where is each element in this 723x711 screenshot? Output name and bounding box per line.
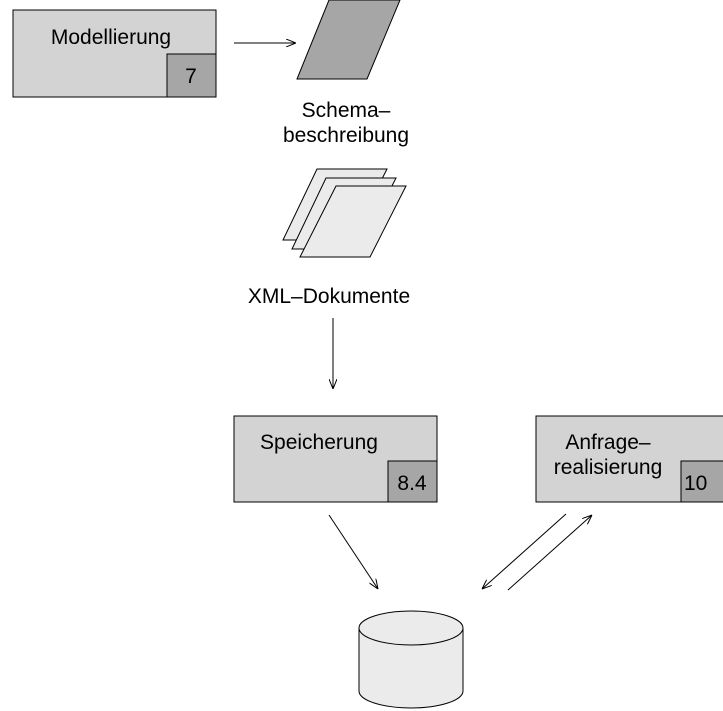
speicherung-title: Speicherung (260, 431, 378, 454)
database-cylinder-icon (358, 610, 464, 709)
speicherung-box: Speicherung 8.4 (233, 415, 438, 503)
anfrage-title-line2: realisierung (554, 456, 663, 479)
schema-document-icon (296, 0, 401, 80)
modellierung-badge-label: 7 (185, 65, 197, 88)
arrow-database-to-anfrage (507, 515, 592, 591)
speicherung-badge-label: 8.4 (397, 472, 427, 495)
modellierung-badge (166, 53, 217, 98)
schema-label-line2: beschreibung (283, 124, 409, 147)
modellierung-title: Modellierung (51, 26, 171, 49)
xml-documents-label: XML–Dokumente (248, 285, 410, 308)
anfrage-box: Anfrage– realisierung 10 (535, 415, 723, 503)
modellierung-box: Modellierung 7 (12, 9, 217, 98)
anfrage-badge (680, 460, 723, 503)
schema-label-line1: Schema– (302, 99, 391, 122)
anfrage-title-line1: Anfrage– (565, 431, 651, 454)
arrow-anfrage-to-database (482, 513, 567, 589)
speicherung-badge (387, 460, 438, 503)
xml-documents-icon (282, 168, 407, 258)
anfrage-badge-label: 10 (684, 472, 707, 495)
arrow-speicherung-to-database (328, 514, 378, 589)
